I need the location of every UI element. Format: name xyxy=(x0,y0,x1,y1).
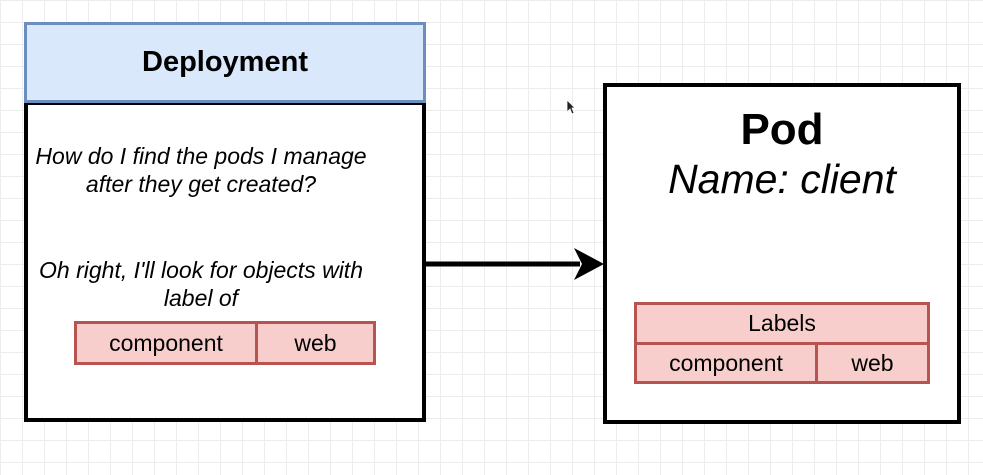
pod-label-key: component xyxy=(634,342,818,384)
pod-name: Name: client xyxy=(668,156,896,202)
deployment-question-text: How do I find the pods I manage after th… xyxy=(35,143,367,197)
deployment-selector-label: component web xyxy=(74,321,376,365)
deployment-answer-text: Oh right, I'll look for objects with lab… xyxy=(39,257,363,311)
pod-labels-header: Labels xyxy=(634,302,930,345)
deployment-box: Deployment xyxy=(24,22,426,422)
deployment-label-key: component xyxy=(74,321,258,365)
pod-label-value: web xyxy=(815,342,930,384)
deployment-title: Deployment xyxy=(24,22,426,103)
deployment-body xyxy=(24,101,426,422)
mouse-pointer-icon xyxy=(566,99,576,115)
pod-label-row: component web xyxy=(634,342,930,384)
pod-title: Pod xyxy=(740,105,824,154)
arrowhead xyxy=(574,248,604,280)
deployment-label-value: web xyxy=(255,321,376,365)
